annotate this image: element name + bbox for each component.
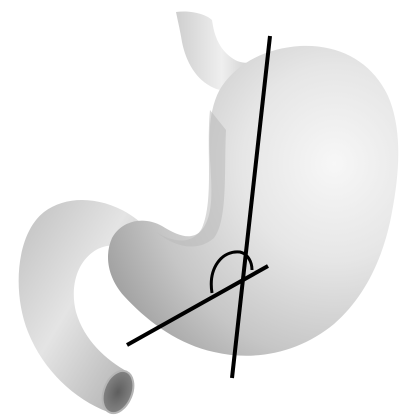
lesser-curvature-shadow [156,110,226,247]
